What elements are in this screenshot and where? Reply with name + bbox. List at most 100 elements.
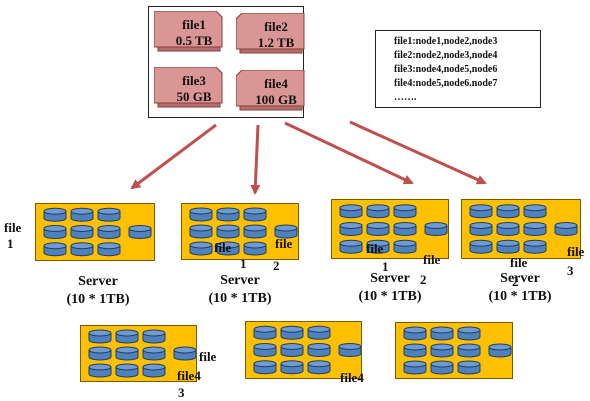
disk-icon — [243, 241, 267, 256]
server-label-name: Server — [220, 273, 260, 288]
disk-icon — [88, 363, 112, 378]
file-card-shape — [154, 67, 223, 108]
disk-icon — [366, 222, 390, 236]
disk-icon — [469, 222, 493, 236]
file-card-shape — [236, 13, 305, 54]
disk-icon — [70, 225, 94, 239]
disk-icon — [523, 222, 547, 236]
chunk-label-num: 1 — [240, 256, 247, 271]
file-name: file2 — [264, 19, 288, 34]
disk-array — [253, 325, 361, 375]
disk-array — [469, 204, 578, 254]
file-size: 50 GB — [176, 89, 212, 104]
server-2 — [181, 203, 299, 260]
disk-icon — [216, 224, 240, 239]
chunk-label-file4: file4 — [177, 368, 201, 383]
disk-icon — [339, 204, 363, 219]
disk-icon — [253, 325, 277, 340]
chunk-label-file: file — [4, 220, 22, 235]
file-card-text: file4 100 GB — [246, 76, 306, 108]
disk-icon — [243, 224, 267, 239]
chunk-label-file: file — [510, 255, 528, 270]
chunk-label-file: file — [366, 241, 384, 256]
disk-icon — [70, 207, 94, 222]
disk-icon — [115, 329, 139, 344]
disk-icon — [307, 360, 331, 375]
disk-icon — [173, 346, 196, 361]
disk-icon — [457, 326, 481, 341]
disk-icon — [339, 222, 363, 236]
arrow-to-server-1 — [130, 123, 217, 190]
disk-icon — [97, 207, 121, 222]
server-label-capacity: (10 * 1TB) — [358, 289, 422, 304]
disk-icon — [142, 346, 166, 361]
chunk-label-num: 1 — [7, 236, 14, 251]
disk-icon — [189, 207, 213, 222]
chunk-label-file: file — [567, 244, 585, 259]
chunk-label-num: 2 — [273, 258, 280, 273]
chunk-label-file: file — [199, 349, 217, 364]
chunk-label-file: file — [275, 236, 293, 251]
disk-array — [88, 329, 196, 378]
disk-icon — [496, 239, 520, 254]
disk-icon — [88, 346, 112, 361]
disk-icon — [189, 241, 213, 256]
arrow-to-server-3 — [284, 121, 414, 185]
disk-icon — [216, 207, 240, 222]
server-label-name: Server — [78, 274, 118, 289]
disk-icon — [403, 343, 427, 358]
chunk-label-num: 3 — [567, 263, 574, 278]
file-card-text: file3 50 GB — [164, 73, 224, 105]
disk-icon — [554, 222, 578, 236]
disk-icon — [280, 360, 304, 375]
server-7 — [395, 322, 513, 379]
disk-icon — [128, 225, 152, 239]
disk-icon — [280, 343, 304, 357]
server-6 — [245, 321, 362, 379]
chunk-label-num: 2 — [420, 272, 427, 287]
server-1 — [35, 203, 155, 261]
mapping-line-4: file4:node5,node6.node7 — [394, 78, 498, 89]
arrow-to-server-4 — [349, 120, 487, 185]
disk-icon — [253, 343, 277, 357]
disk-icon — [393, 222, 417, 236]
disk-icon — [430, 343, 454, 358]
disk-icon — [280, 325, 304, 340]
server-label-4: Server (10 * 1TB) — [470, 270, 570, 306]
server-label-capacity: (10 * 1TB) — [66, 292, 130, 307]
disk-icon — [496, 222, 520, 236]
disk-icon — [43, 207, 67, 222]
disk-icon — [488, 343, 512, 358]
server-label-1: Server (10 * 1TB) — [48, 273, 148, 309]
disk-icon — [189, 224, 213, 239]
disk-array — [189, 207, 298, 256]
server-4 — [461, 199, 581, 259]
mapping-line-1: file1:node1,node2,node3 — [394, 36, 498, 47]
mapping-line-3: file3:node4,node5,node6 — [394, 64, 498, 75]
chunk-label-file: file — [214, 240, 232, 255]
server-5 — [80, 325, 197, 382]
chunk-label-file: file — [423, 252, 441, 267]
disk-icon — [307, 325, 331, 340]
disk-array — [43, 207, 152, 257]
disk-icon — [403, 326, 427, 341]
chunk-label-file4: file4 — [340, 370, 364, 385]
disk-icon — [243, 207, 267, 222]
server-label-name: Server — [500, 271, 540, 286]
disk-icon — [523, 204, 547, 219]
disk-icon — [430, 360, 454, 375]
server-label-2: Server (10 * 1TB) — [190, 272, 290, 308]
disk-icon — [496, 204, 520, 219]
disk-icon — [43, 225, 67, 239]
disk-array — [403, 326, 512, 375]
disk-icon — [338, 343, 361, 357]
disk-icon — [307, 343, 331, 357]
disk-icon — [430, 326, 454, 341]
files-box: file1 0.5 TB file2 1.2 TB file3 50 GB fi… — [148, 6, 306, 118]
disk-icon — [457, 360, 481, 375]
disk-icon — [97, 242, 121, 257]
disk-icon — [274, 224, 298, 239]
arrow-to-server-2 — [250, 124, 261, 195]
disk-icon — [142, 363, 166, 378]
file-name: file1 — [182, 17, 206, 32]
